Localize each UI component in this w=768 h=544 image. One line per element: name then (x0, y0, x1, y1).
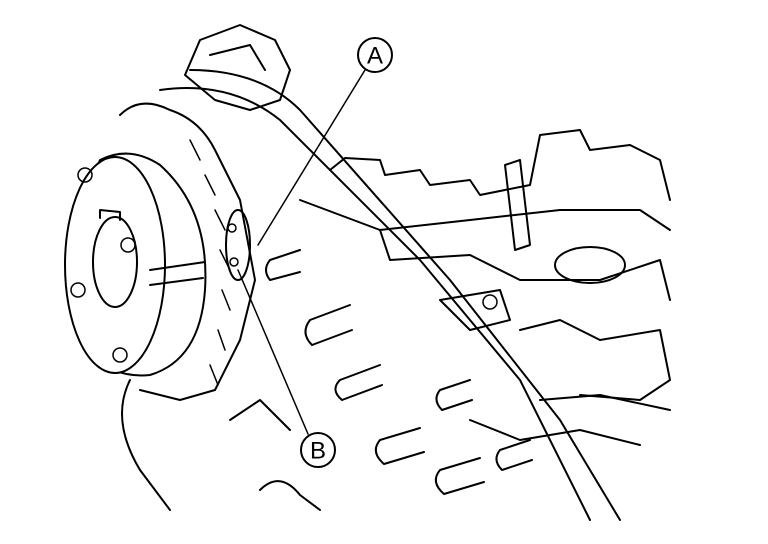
callout-b-leader (237, 269, 309, 435)
camshaft-sprocket-hub (64, 152, 207, 377)
callout-b: B (237, 269, 336, 468)
callout-a-leader (257, 69, 366, 246)
sprocket (119, 102, 256, 401)
cylinder-head (299, 129, 671, 446)
callout-a: A (257, 37, 393, 246)
camshaft-lobes (265, 249, 533, 495)
timing-chain-guide (159, 69, 621, 521)
engine-block-lower (121, 379, 321, 511)
callout-a-label: A (367, 43, 383, 70)
upper-bracket (184, 24, 291, 111)
callout-b-circle (300, 432, 336, 468)
callout-a-circle (357, 37, 393, 73)
callout-b-label: B (310, 438, 326, 465)
